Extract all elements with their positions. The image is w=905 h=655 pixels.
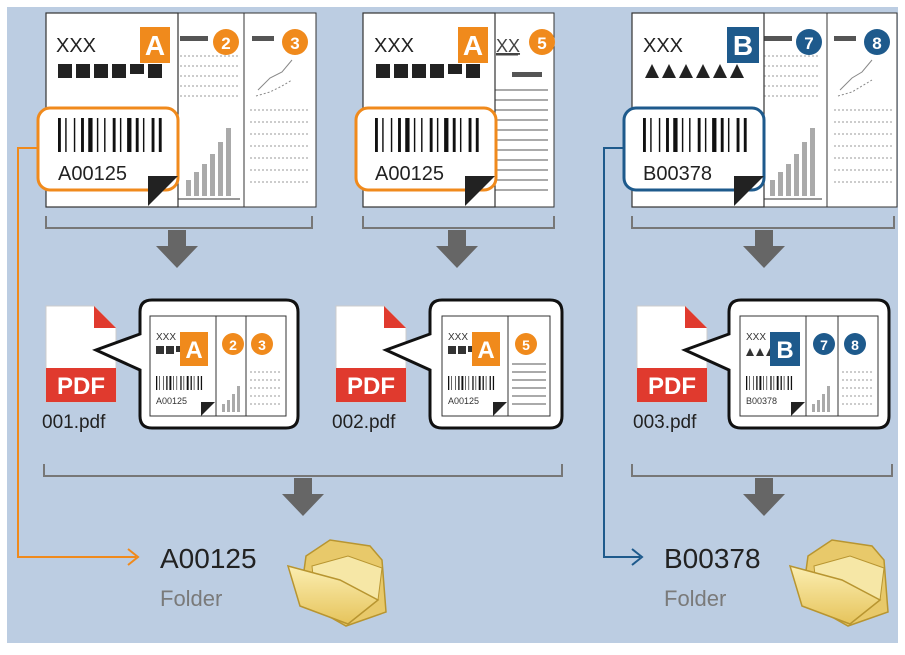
barcode-icon bbox=[58, 118, 162, 152]
thumb-badge: 3 bbox=[258, 337, 266, 353]
bracket-top-b bbox=[631, 216, 895, 229]
thumb-header: XXX bbox=[156, 332, 176, 343]
page3-content bbox=[834, 36, 892, 183]
scanned-page-stack-2: XX XXX A 5 bbox=[354, 12, 555, 208]
pdf-thumbnail: XXX B 7 8 B00378 bbox=[739, 315, 879, 417]
page-number-badge bbox=[796, 29, 822, 55]
page-number-badge bbox=[213, 29, 239, 55]
thumb-badge: 7 bbox=[820, 337, 828, 353]
bracket-top-a2 bbox=[362, 216, 555, 229]
underline-text: XX bbox=[496, 36, 520, 56]
page-header-text: XXX bbox=[56, 35, 96, 57]
thumb-badge: 8 bbox=[851, 337, 859, 353]
pdf-filename: 001.pdf bbox=[42, 412, 106, 433]
scanned-page-stack-1: XXX A 2 3 A00125 bbox=[36, 12, 317, 208]
separator-label-a bbox=[140, 27, 170, 63]
page-number-badge bbox=[282, 29, 308, 55]
pdf-icon-text: PDF bbox=[347, 373, 395, 400]
scanned-page-stack-3: XXX B 7 8 B00378 bbox=[622, 12, 898, 208]
folder-name: A00125 bbox=[160, 543, 257, 574]
pdf-icon-text: PDF bbox=[648, 373, 696, 400]
page-header-text: XXX bbox=[374, 35, 414, 57]
folder-icon bbox=[788, 539, 889, 627]
barcode-icon bbox=[375, 118, 479, 152]
arrow-right-icon bbox=[127, 548, 140, 566]
bracket-bottom-b bbox=[631, 464, 893, 477]
thumb-label: B bbox=[776, 337, 793, 364]
thumb-barcode: A00125 bbox=[448, 396, 479, 406]
page-blocks bbox=[58, 64, 162, 78]
thumb-header: XXX bbox=[746, 332, 766, 343]
triangle-row bbox=[645, 64, 744, 78]
thumb-label: A bbox=[477, 337, 494, 364]
barcode-text: A00125 bbox=[375, 163, 444, 185]
barcode-text: A00125 bbox=[58, 163, 127, 185]
thumb-header: XXX bbox=[448, 332, 468, 343]
arrow-right-icon bbox=[631, 548, 644, 566]
pdf-filename: 003.pdf bbox=[633, 412, 697, 433]
separator-label-b bbox=[727, 27, 759, 63]
page-fold bbox=[148, 176, 178, 206]
thumb-barcode: A00125 bbox=[156, 396, 187, 406]
barcode-to-folder-connector-b bbox=[603, 147, 640, 558]
down-arrow-icon bbox=[743, 478, 785, 516]
bracket-top-a1 bbox=[45, 216, 313, 229]
page2-content bbox=[736, 36, 822, 200]
down-arrow-icon bbox=[156, 230, 198, 268]
barcode-text: B00378 bbox=[643, 163, 712, 185]
pdf-icon-text: PDF bbox=[57, 373, 105, 400]
pdf-file-001: PDF 001.pdf XXX A 2 3 A00125 bbox=[42, 298, 300, 433]
pdf-file-003: PDF 003.pdf XXX B 7 8 B00378 bbox=[633, 298, 891, 433]
thumb-label: A bbox=[185, 337, 202, 364]
page-header-text: XXX bbox=[643, 35, 683, 57]
thumb-badge: 5 bbox=[522, 337, 530, 353]
separator-label-text: B bbox=[733, 30, 753, 61]
page-number-badge-text: 3 bbox=[290, 34, 299, 53]
page-fold bbox=[734, 176, 764, 206]
page3-content bbox=[250, 36, 310, 183]
page-blocks bbox=[376, 64, 480, 78]
separator-label-text: A bbox=[145, 30, 165, 61]
page-number-badge bbox=[529, 29, 555, 55]
thumb-badge: 2 bbox=[229, 337, 237, 353]
separator-label-text: A bbox=[463, 30, 483, 61]
pdf-filename: 002.pdf bbox=[332, 412, 396, 433]
pdf-thumbnail: XXX A 2 3 A00125 bbox=[149, 315, 287, 417]
pdf-thumbnail: XXX A 5 A00125 bbox=[441, 315, 551, 417]
page-number-badge-text: 5 bbox=[537, 34, 546, 53]
folder-icon bbox=[286, 539, 387, 627]
separator-label-a bbox=[458, 27, 488, 63]
page-number-badge-text: 8 bbox=[872, 34, 881, 53]
pdf-file-002: PDF 002.pdf XXX A 5 A00125 bbox=[332, 298, 564, 433]
barcode-icon bbox=[643, 118, 747, 152]
down-arrow-icon bbox=[436, 230, 478, 268]
folder-name: B00378 bbox=[664, 543, 761, 574]
down-arrow-icon bbox=[282, 478, 324, 516]
page-number-badge-text: 2 bbox=[221, 34, 230, 53]
barcode-to-folder-connector-a bbox=[17, 147, 136, 558]
page-number-badge-text: 7 bbox=[804, 34, 813, 53]
folder-caption: Folder bbox=[664, 586, 726, 611]
thumb-barcode: B00378 bbox=[746, 396, 777, 406]
down-arrow-icon bbox=[743, 230, 785, 268]
bracket-bottom-a bbox=[43, 464, 563, 477]
page-number-badge bbox=[864, 29, 890, 55]
page-fold bbox=[465, 176, 495, 206]
folder-caption: Folder bbox=[160, 586, 222, 611]
